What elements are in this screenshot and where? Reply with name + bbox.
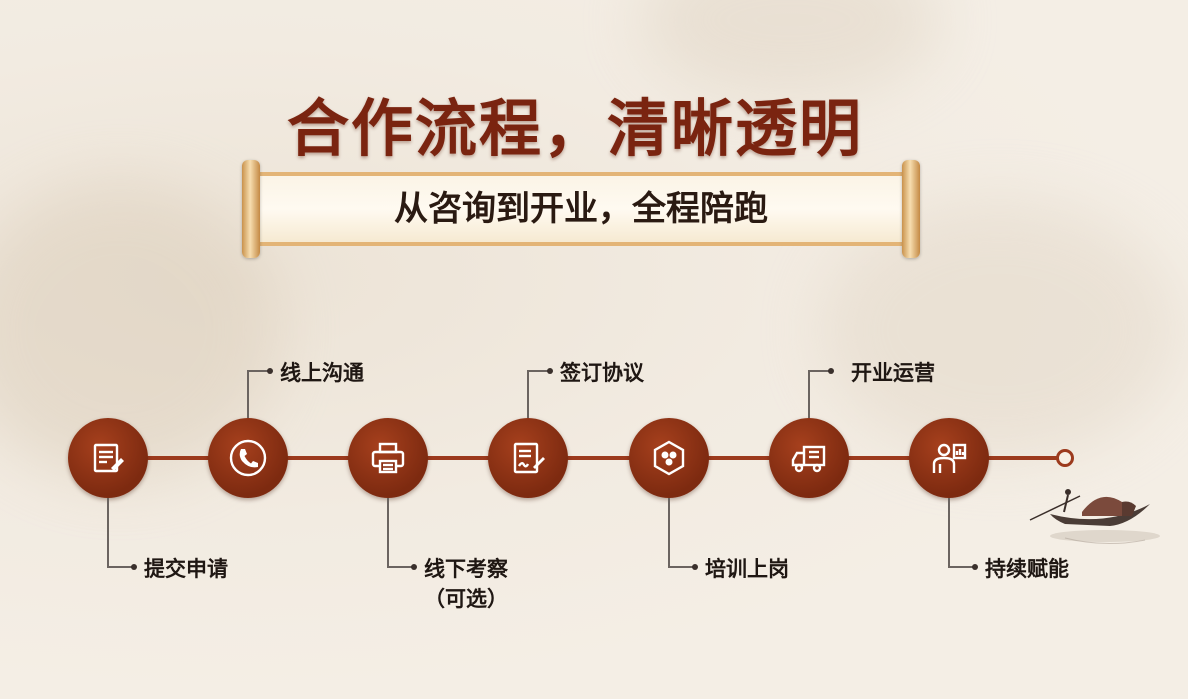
- step-node-1: [68, 418, 148, 498]
- form-icon: [93, 443, 124, 473]
- step-label-6: 开业运营: [851, 361, 935, 385]
- connector: [247, 370, 249, 418]
- connector-dot: [267, 368, 273, 374]
- sign-document-icon: [513, 442, 545, 474]
- connector: [527, 370, 529, 418]
- connector: [387, 566, 413, 568]
- page-title: 合作流程，清晰透明: [286, 92, 863, 165]
- connector-dot: [972, 564, 978, 570]
- step-label-3-sub: （可选）: [424, 587, 508, 611]
- step-label-5: 培训上岗: [705, 557, 789, 581]
- presenter-icon: [932, 443, 967, 473]
- connector-dot: [547, 368, 553, 374]
- step-node-6: [769, 418, 849, 498]
- connector-dot: [692, 564, 698, 570]
- scroll-paper: [256, 172, 906, 246]
- connector-dot: [131, 564, 137, 570]
- scroll-rod-right: [902, 160, 920, 258]
- step-node-7: [909, 418, 989, 498]
- connector: [808, 370, 830, 372]
- connector-dot: [411, 564, 417, 570]
- phone-icon: [229, 439, 267, 477]
- scroll-banner: 从咨询到开业，全程陪跑: [242, 160, 920, 258]
- connector: [107, 498, 109, 566]
- hexagon-training-icon: [653, 440, 685, 476]
- timeline-line: [108, 456, 1058, 460]
- connector: [527, 370, 549, 372]
- step-node-2: [208, 418, 288, 498]
- connector-dot: [828, 368, 834, 374]
- printer-icon: [371, 442, 405, 474]
- connector: [668, 566, 694, 568]
- scroll-rod-left: [242, 160, 260, 258]
- step-label-3-main: 线下考察: [424, 557, 508, 581]
- connector: [948, 566, 974, 568]
- step-node-5: [629, 418, 709, 498]
- connector: [668, 498, 670, 566]
- connector: [247, 370, 269, 372]
- step-label-7: 持续赋能: [985, 557, 1069, 581]
- step-node-3: [348, 418, 428, 498]
- step-label-4: 签订协议: [560, 361, 644, 385]
- step-label-3: 线下考察 （可选）: [424, 553, 508, 613]
- step-label-1: 提交申请: [144, 557, 228, 581]
- connector: [808, 370, 810, 418]
- connector: [948, 498, 950, 566]
- page-subtitle: 从咨询到开业，全程陪跑: [394, 189, 768, 229]
- step-label-2: 线上沟通: [280, 361, 364, 385]
- delivery-truck-icon: [791, 445, 826, 473]
- timeline-end-dot: [1056, 449, 1074, 467]
- connector: [387, 498, 389, 566]
- step-node-4: [488, 418, 568, 498]
- connector: [107, 566, 133, 568]
- boat-illustration: [1029, 489, 1160, 545]
